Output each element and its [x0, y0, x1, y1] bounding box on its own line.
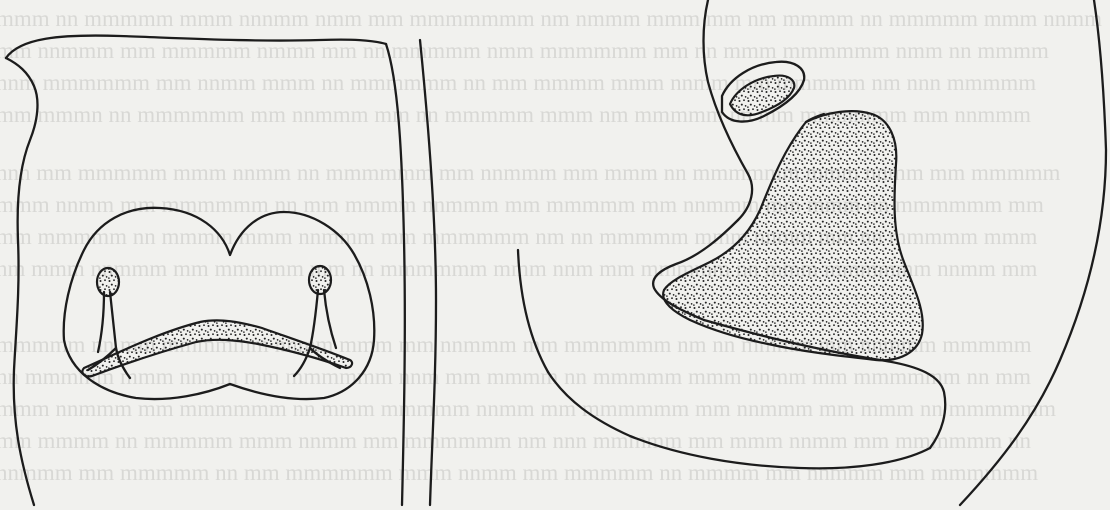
- svg-text:mmm nn mmmmm mmm nnnmm nmm mm: mmm nn mmmmm mmm nnnmm nmm mm mmmmmmm nm…: [0, 6, 1102, 31]
- right-bulb: [309, 266, 331, 294]
- bleed-through-text: mmm nn mmmmm mmm nnnmm nmm mm mmmmmmm nm…: [0, 6, 1102, 485]
- svg-text:nnm mmmmmm mm nnmm mmm nn mmmm: nnm mmmmmm mm nnmm mmm nn mmmmmm nn mm m…: [0, 70, 1036, 95]
- svg-text:nnn mm mmmmm mmm nnmm nn mmmmm: nnn mm mmmmm mmm nnmm nn mmmmmm mm nnmmm…: [0, 160, 1061, 185]
- svg-text:nn mmmmm mmm nnmm mm mmmmmm nn: nn mmmmm mmm nnmm mm mmmmmm nnm mm mmmm …: [0, 364, 1031, 389]
- svg-text:mm mmmm nn mmmmm mmm nnmm mm m: mm mmmm nn mmmmm mmm nnmm mm mmmmmm nm n…: [0, 428, 1032, 453]
- left-bulb: [97, 268, 119, 296]
- svg-text:mm nnmmm mm mmmmm nmmn mm nn m: mm nnmmm mm mmmmm nmmn mm nn mmmmm nmm m…: [0, 38, 1049, 63]
